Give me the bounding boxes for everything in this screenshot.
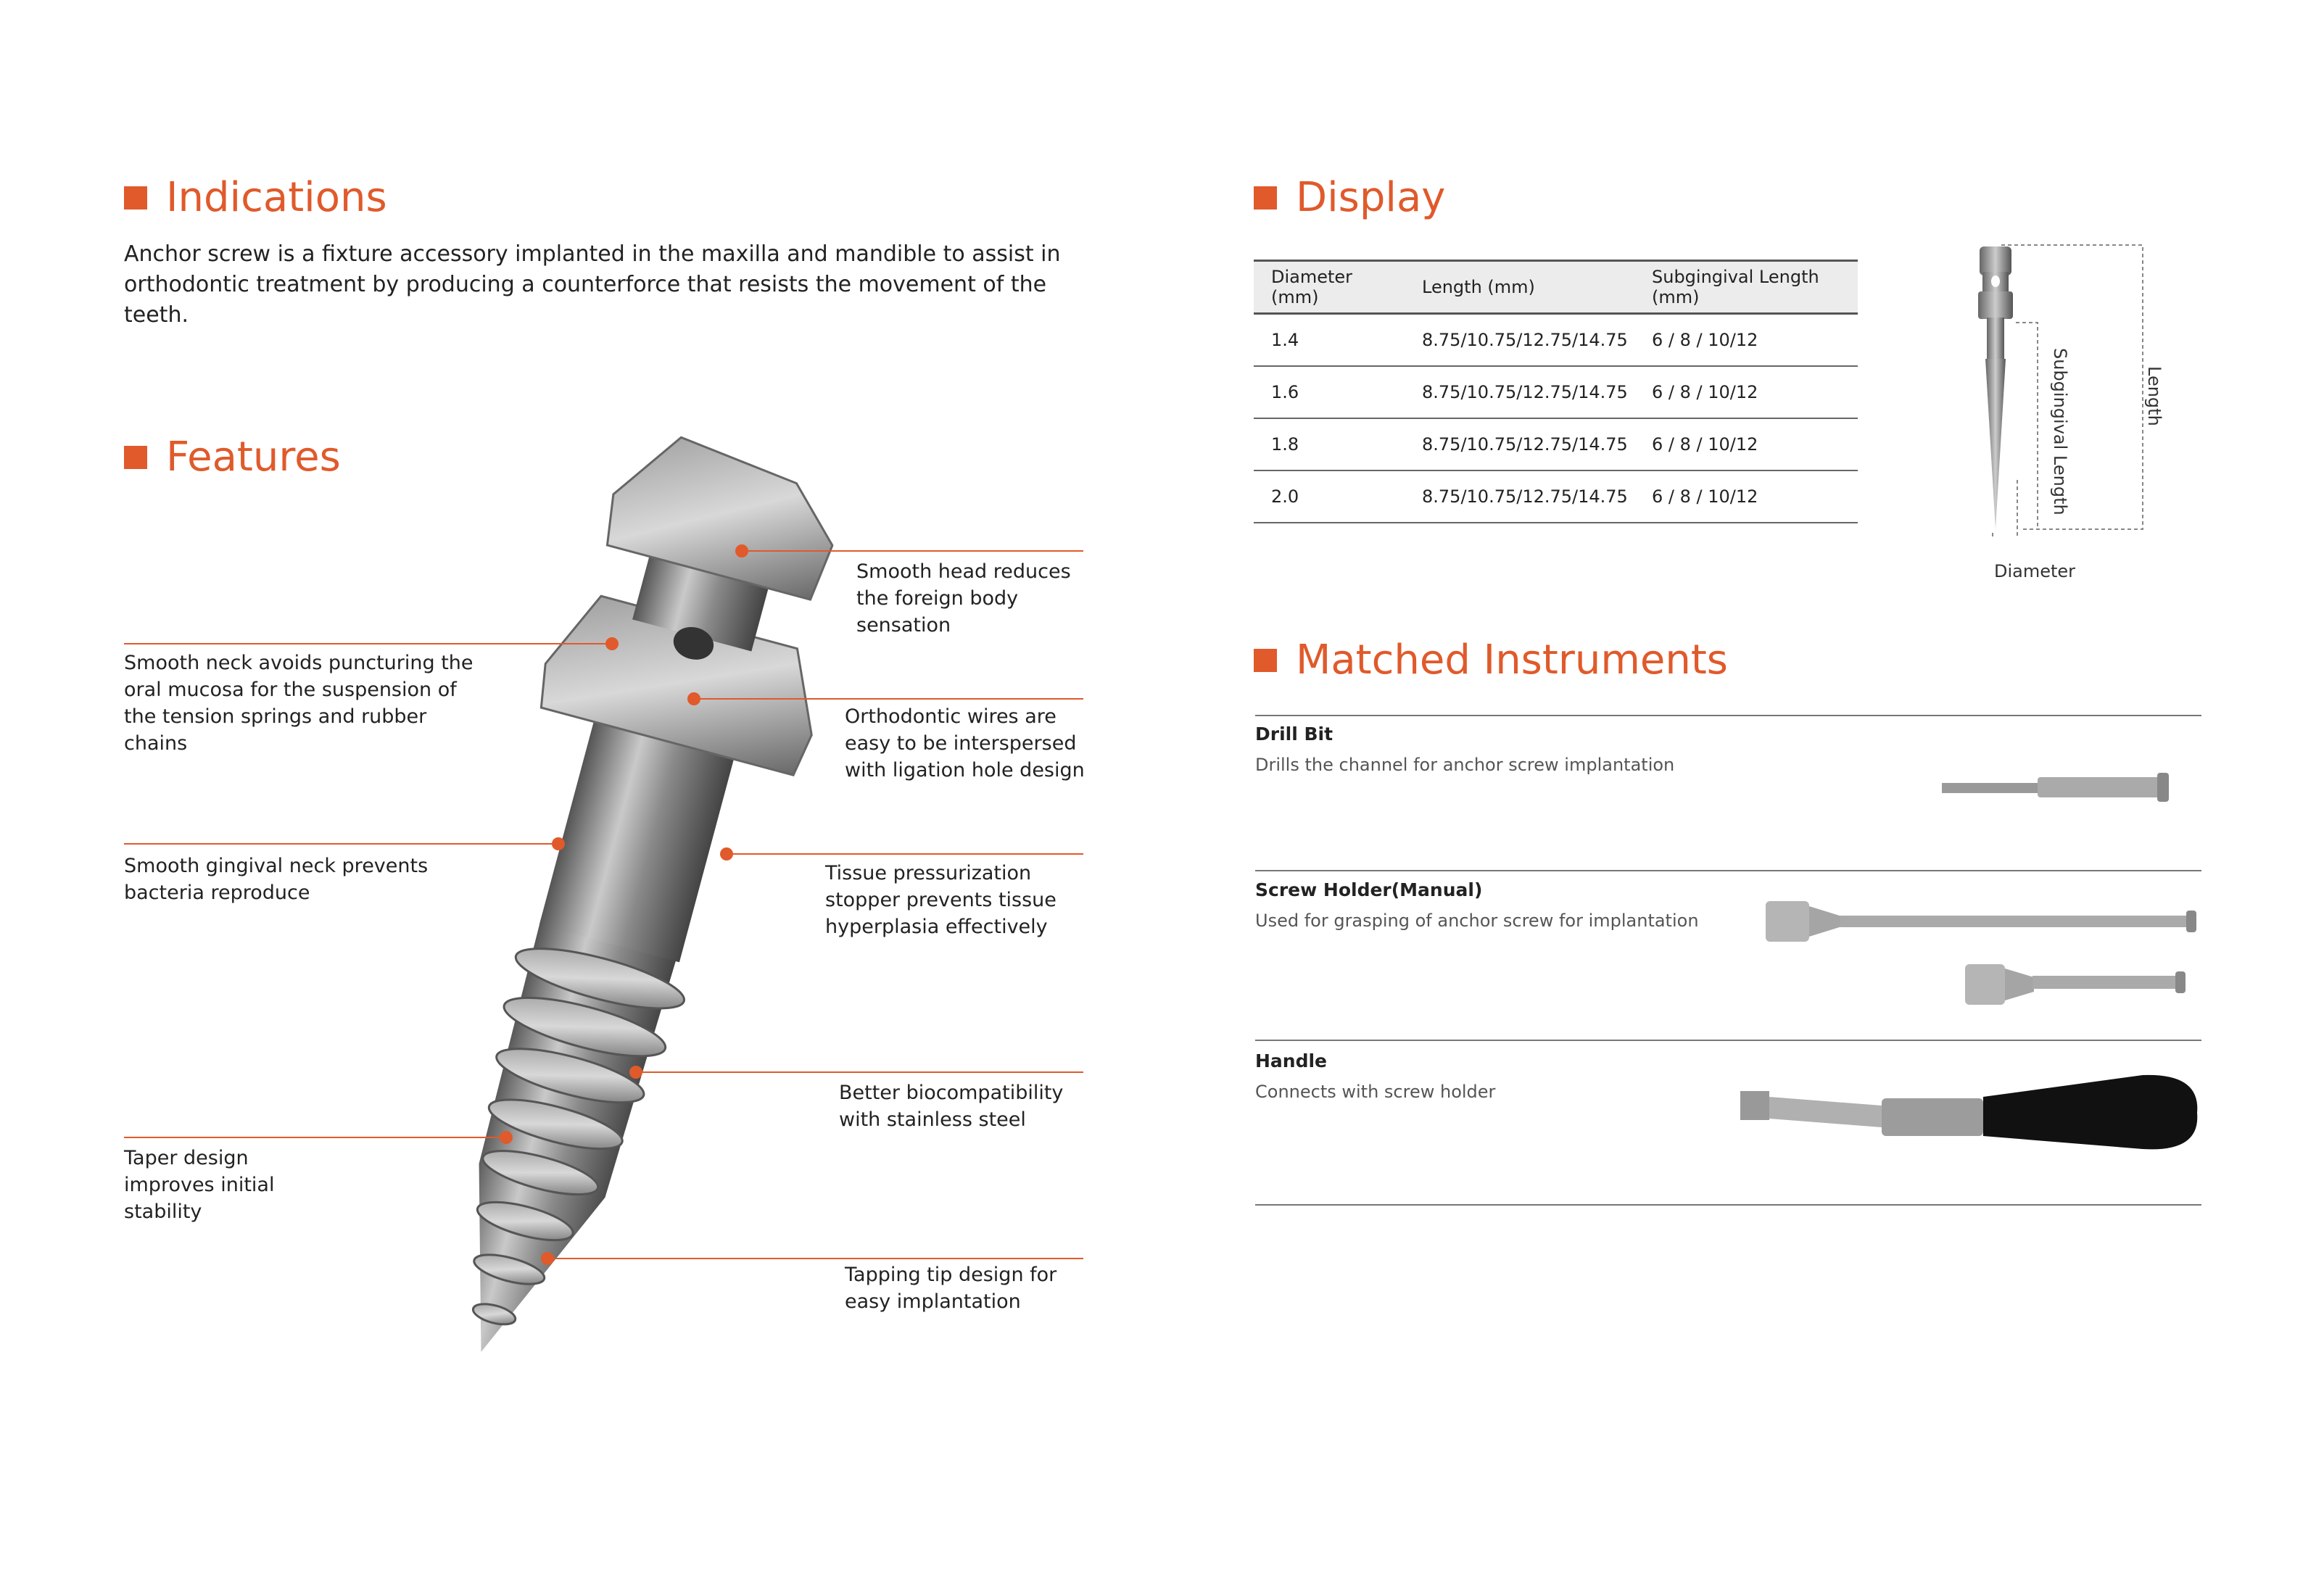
callout-dot <box>720 847 733 861</box>
length-label: Length <box>2144 366 2164 426</box>
callout-line <box>742 550 1083 552</box>
heading-square-icon <box>1254 186 1277 210</box>
callout-stopper: Tissue pressurization stopper prevents t… <box>825 862 1056 938</box>
callout-smooth-head: Smooth head reduces the foreign body sen… <box>856 560 1071 636</box>
callout-smooth-neck: Smooth neck avoids puncturing the oral m… <box>124 652 474 755</box>
divider <box>1255 1040 2201 1041</box>
indications-text: Anchor screw is a fixture accessory impl… <box>124 241 1061 328</box>
callout-dot <box>735 544 748 557</box>
cell: 8.75/10.75/12.75/14.75 <box>1405 366 1634 419</box>
table-header-row: Diameter (mm) Length (mm) Subgingival Le… <box>1254 260 1858 315</box>
callout-line <box>124 843 558 845</box>
callout-dot <box>605 637 619 650</box>
cell: 8.75/10.75/12.75/14.75 <box>1405 470 1634 523</box>
callout-dot <box>552 837 565 850</box>
handle-desc: Connects with screw holder <box>1255 1082 1496 1102</box>
cell: 1.4 <box>1254 313 1405 367</box>
cell: 1.6 <box>1254 366 1405 419</box>
cell: 2.0 <box>1254 470 1405 523</box>
cell: 1.8 <box>1254 418 1405 471</box>
cell: 6 / 8 / 10/12 <box>1634 418 1858 471</box>
callout-line <box>124 1137 506 1138</box>
anchor-screw-image <box>471 436 834 1352</box>
header-subgingival: Subgingival Length (mm) <box>1634 260 1858 315</box>
divider <box>1255 715 2201 716</box>
header-diameter: Diameter (mm) <box>1254 260 1405 315</box>
callout-dot <box>687 692 700 705</box>
callout-dot <box>629 1066 642 1079</box>
callout-dot <box>541 1252 554 1265</box>
callout-line <box>694 698 1083 700</box>
callout-line <box>727 853 1083 855</box>
screw-holder-desc: Used for grasping of anchor screw for im… <box>1255 911 1699 931</box>
handle-image <box>1740 1074 2198 1150</box>
callout-ligation-hole: Orthodontic wires are easy to be intersp… <box>845 705 1085 781</box>
display-title: Display <box>1296 174 1446 221</box>
diameter-label: Diameter <box>1994 561 2076 581</box>
indications-title: Indications <box>166 174 387 221</box>
divider <box>1255 1204 2201 1206</box>
cell: 6 / 8 / 10/12 <box>1634 313 1858 367</box>
callout-line <box>636 1071 1083 1073</box>
features-heading: Features <box>124 434 341 481</box>
handle-name: Handle <box>1255 1050 1328 1071</box>
cell: 6 / 8 / 10/12 <box>1634 470 1858 523</box>
heading-square-icon <box>124 186 147 210</box>
callout-line <box>547 1258 1083 1259</box>
spec-table: Diameter (mm) Length (mm) Subgingival Le… <box>1254 260 1858 523</box>
divider <box>1255 870 2201 871</box>
display-heading: Display <box>1254 174 1445 221</box>
callout-gingival-neck: Smooth gingival neck prevents bacteria r… <box>124 855 429 904</box>
screw-holder-image <box>1766 901 2196 1005</box>
subgingival-length-label: Subgingival Length <box>2050 348 2070 515</box>
callout-dot <box>500 1131 513 1144</box>
callout-taper: Taper design improves initial stability <box>124 1147 275 1223</box>
indications-heading: Indications <box>124 174 387 221</box>
heading-square-icon <box>1254 648 1277 672</box>
cell: 6 / 8 / 10/12 <box>1634 366 1858 419</box>
cell: 8.75/10.75/12.75/14.75 <box>1405 418 1634 471</box>
drill-bit-image <box>1942 773 2169 802</box>
callout-line <box>124 643 612 644</box>
header-length: Length (mm) <box>1405 260 1634 315</box>
heading-square-icon <box>124 445 147 469</box>
screw-dimension-diagram <box>1978 244 2143 536</box>
cell: 8.75/10.75/12.75/14.75 <box>1405 313 1634 367</box>
drill-bit-name: Drill Bit <box>1255 723 1333 745</box>
screw-holder-name: Screw Holder(Manual) <box>1255 879 1483 900</box>
callout-biocompatibility: Better biocompatibility with stainless s… <box>839 1082 1064 1131</box>
features-title: Features <box>166 434 341 481</box>
drill-bit-desc: Drills the channel for anchor screw impl… <box>1255 755 1675 775</box>
instruments-heading: Matched Instruments <box>1254 636 1728 684</box>
instruments-title: Matched Instruments <box>1296 636 1728 684</box>
callout-tapping-tip: Tapping tip design for easy implantation <box>845 1264 1057 1313</box>
